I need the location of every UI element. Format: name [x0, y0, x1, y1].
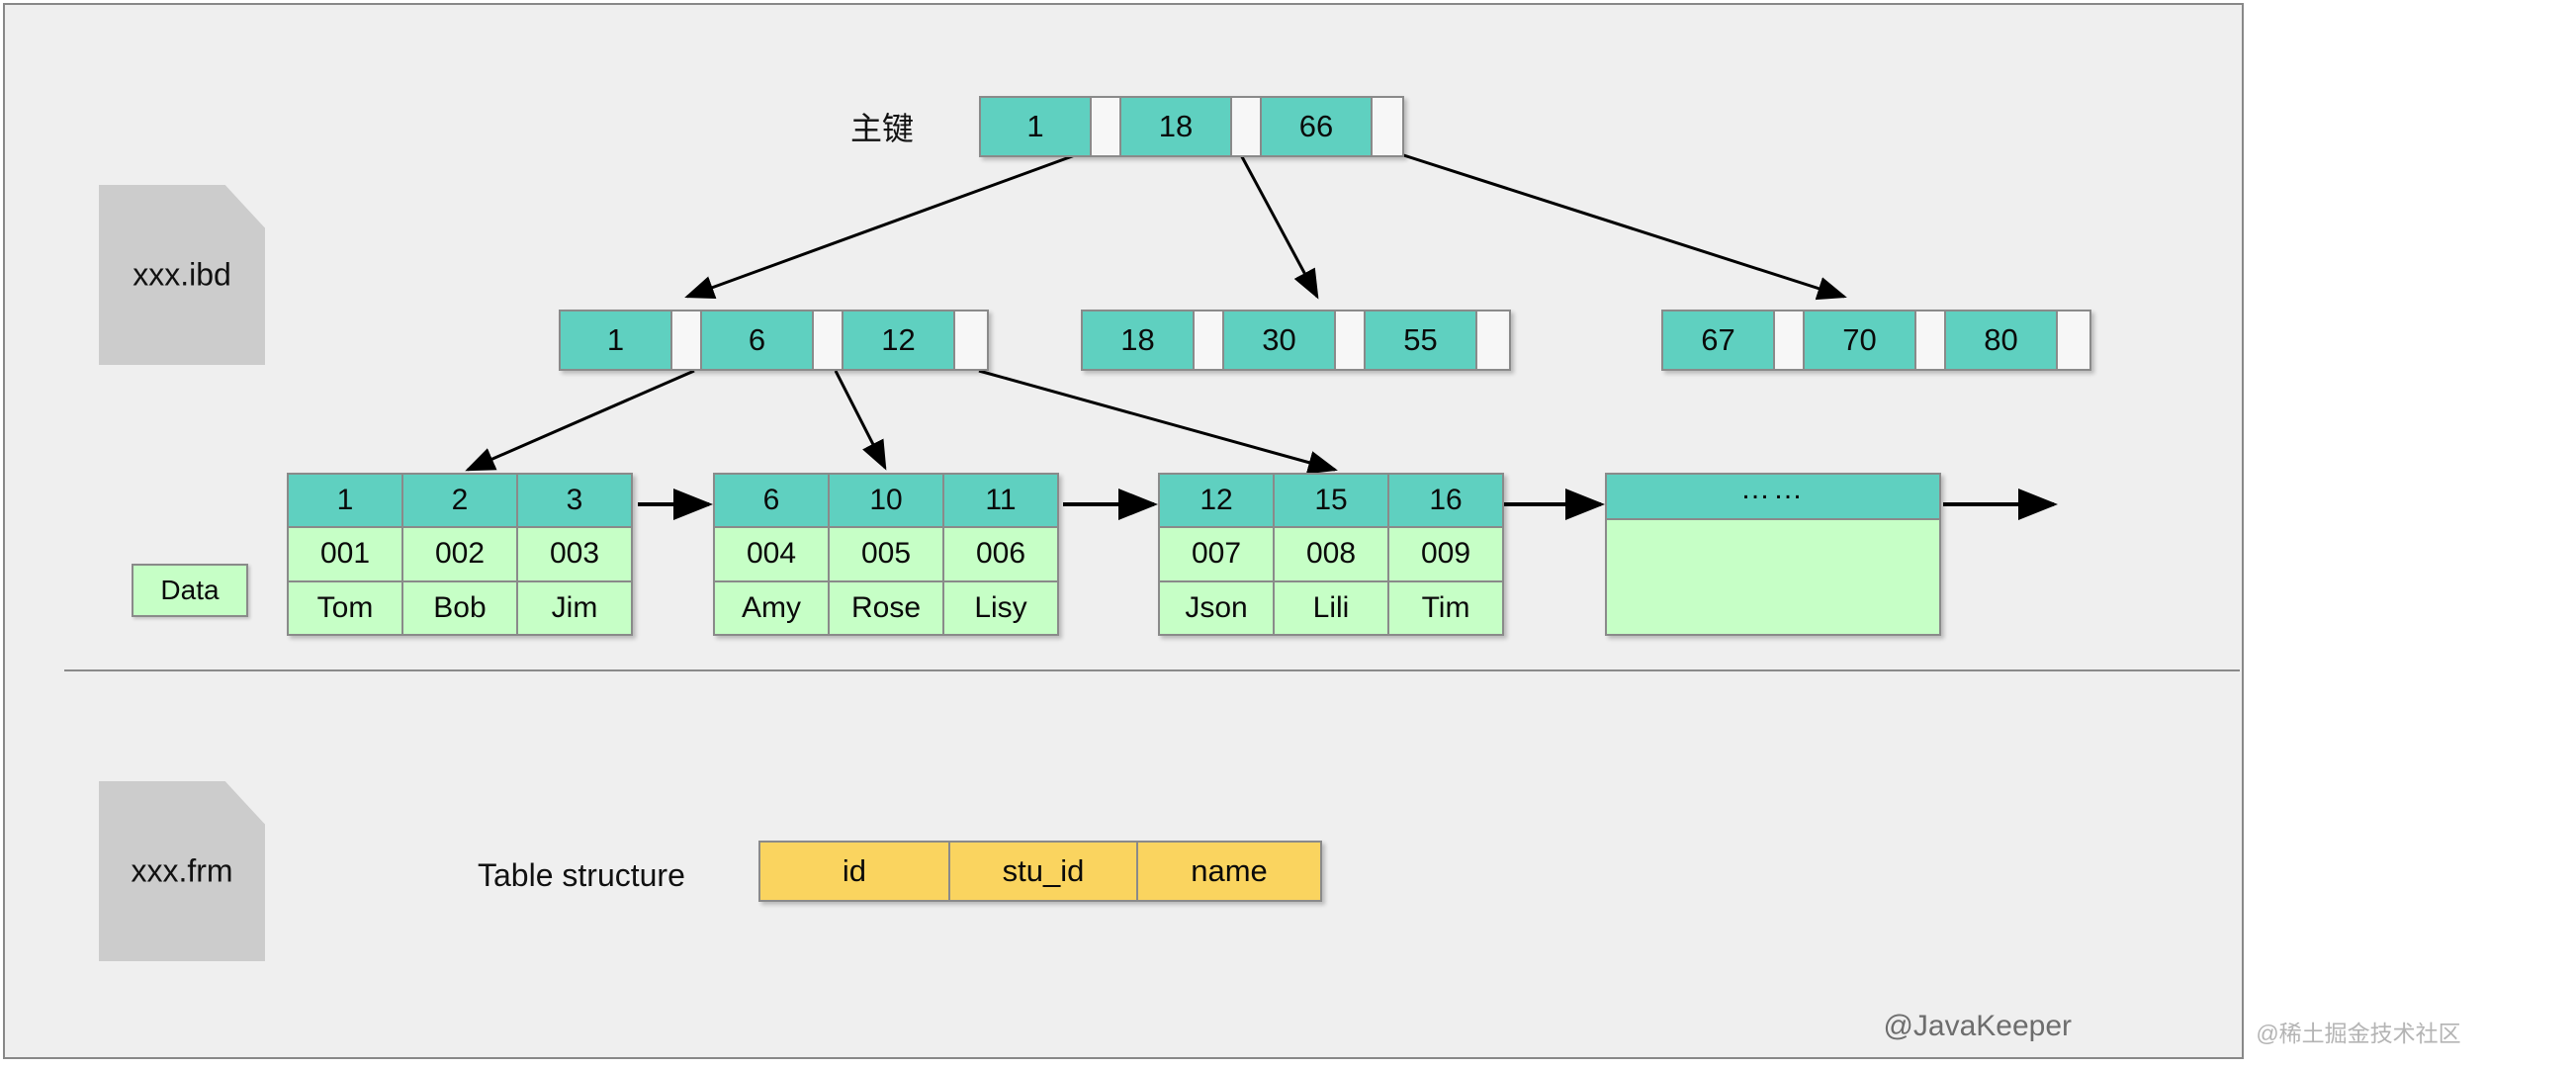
leaf0-row-stuid: 001 002 003 [289, 526, 631, 580]
primary-key-label: 主键 [850, 111, 915, 146]
file-icon-ibd-label: xxx.ibd [133, 256, 231, 293]
root-pointer-0[interactable] [1092, 98, 1121, 155]
watermark-site: @稀土掘金技术社区 [2256, 1021, 2461, 1046]
btree-leaf-node-2: 12 15 16 007 008 009 Json Lili Tim [1158, 473, 1504, 636]
leaf2-name-1: Lili [1273, 581, 1387, 634]
leaf2-stuid-2: 009 [1387, 528, 1502, 580]
leaf2-stuid-0: 007 [1160, 528, 1273, 580]
branch0-key-2: 12 [844, 312, 955, 369]
root-pointer-2[interactable] [1373, 98, 1402, 155]
branch1-key-2: 55 [1366, 312, 1477, 369]
leaf3-row-empty [1607, 518, 1939, 634]
leaf2-id-2: 16 [1387, 475, 1502, 527]
data-legend-badge: Data [132, 564, 248, 617]
leaf2-name-2: Tim [1387, 581, 1502, 634]
btree-branch-node-2: 67 70 80 [1661, 310, 2091, 371]
leaf2-name-0: Json [1160, 581, 1273, 634]
branch2-pointer-2[interactable] [2058, 312, 2087, 369]
btree-branch-node-0: 1 6 12 [559, 310, 989, 371]
root-key-1: 18 [1121, 98, 1232, 155]
leaf3-row-ellipsis: …… [1607, 473, 1939, 518]
section-divider [64, 669, 2240, 671]
leaf0-stuid-0: 001 [289, 528, 401, 580]
leaf0-name-1: Bob [401, 581, 516, 634]
leaf1-id-2: 11 [942, 475, 1057, 527]
branch2-key-2: 80 [1946, 312, 2058, 369]
leaf0-id-2: 3 [516, 475, 631, 527]
leaf1-row-stuid: 004 005 006 [715, 526, 1057, 580]
btree-branch-node-1: 18 30 55 [1081, 310, 1511, 371]
leaf2-row-id: 12 15 16 [1160, 475, 1502, 527]
branch2-pointer-0[interactable] [1775, 312, 1805, 369]
watermark-author: @JavaKeeper [1883, 1010, 2072, 1042]
leaf2-row-name: Json Lili Tim [1160, 579, 1502, 634]
table-structure-label: Table structure [478, 857, 685, 893]
branch1-key-1: 30 [1224, 312, 1336, 369]
column-header-id: id [760, 843, 948, 900]
branch0-key-0: 1 [561, 312, 672, 369]
leaf0-id-0: 1 [289, 475, 401, 527]
btree-leaf-node-3: …… [1605, 473, 1941, 636]
leaf1-id-0: 6 [715, 475, 828, 527]
leaf1-name-1: Rose [828, 581, 942, 634]
btree-leaf-node-0: 1 2 3 001 002 003 Tom Bob Jim [287, 473, 633, 636]
leaf0-stuid-2: 003 [516, 528, 631, 580]
file-icon-frm-label: xxx.frm [131, 852, 233, 889]
leaf1-id-1: 10 [828, 475, 942, 527]
root-key-2: 66 [1262, 98, 1373, 155]
leaf2-row-stuid: 007 008 009 [1160, 526, 1502, 580]
leaf2-id-0: 12 [1160, 475, 1273, 527]
btree-root-node: 1 18 66 [979, 96, 1404, 157]
leaf0-row-id: 1 2 3 [289, 475, 631, 527]
leaf1-row-name: Amy Rose Lisy [715, 579, 1057, 634]
branch0-pointer-1[interactable] [814, 312, 844, 369]
diagram-canvas: xxx.ibd xxx.frm 主键 1 18 66 1 6 12 18 30 … [3, 3, 2244, 1059]
table-structure-row: id stu_id name [758, 841, 1322, 902]
branch0-key-1: 6 [702, 312, 814, 369]
column-header-stu-id: stu_id [948, 843, 1136, 900]
leaf1-row-id: 6 10 11 [715, 475, 1057, 527]
branch0-pointer-0[interactable] [672, 312, 702, 369]
leaf0-row-name: Tom Bob Jim [289, 579, 631, 634]
branch1-pointer-1[interactable] [1336, 312, 1366, 369]
leaf2-id-1: 15 [1273, 475, 1387, 527]
leaf2-stuid-1: 008 [1273, 528, 1387, 580]
leaf3-empty-cell [1607, 520, 1939, 634]
column-header-name: name [1136, 843, 1320, 900]
leaf0-stuid-1: 002 [401, 528, 516, 580]
leaf1-name-2: Lisy [942, 581, 1057, 634]
btree-leaf-node-1: 6 10 11 004 005 006 Amy Rose Lisy [713, 473, 1059, 636]
leaf0-name-2: Jim [516, 581, 631, 634]
leaf1-stuid-0: 004 [715, 528, 828, 580]
file-icon-frm: xxx.frm [99, 781, 265, 961]
branch2-pointer-1[interactable] [1916, 312, 1946, 369]
branch1-key-0: 18 [1083, 312, 1195, 369]
branch0-pointer-2[interactable] [955, 312, 985, 369]
leaf0-id-1: 2 [401, 475, 516, 527]
leaf1-name-0: Amy [715, 581, 828, 634]
leaf3-ellipsis: …… [1607, 473, 1939, 518]
leaf0-name-0: Tom [289, 581, 401, 634]
file-icon-ibd: xxx.ibd [99, 185, 265, 365]
branch1-pointer-0[interactable] [1195, 312, 1224, 369]
leaf1-stuid-2: 006 [942, 528, 1057, 580]
branch2-key-0: 67 [1663, 312, 1775, 369]
branch2-key-1: 70 [1805, 312, 1916, 369]
root-pointer-1[interactable] [1232, 98, 1262, 155]
branch1-pointer-2[interactable] [1477, 312, 1507, 369]
leaf1-stuid-1: 005 [828, 528, 942, 580]
root-key-0: 1 [981, 98, 1092, 155]
